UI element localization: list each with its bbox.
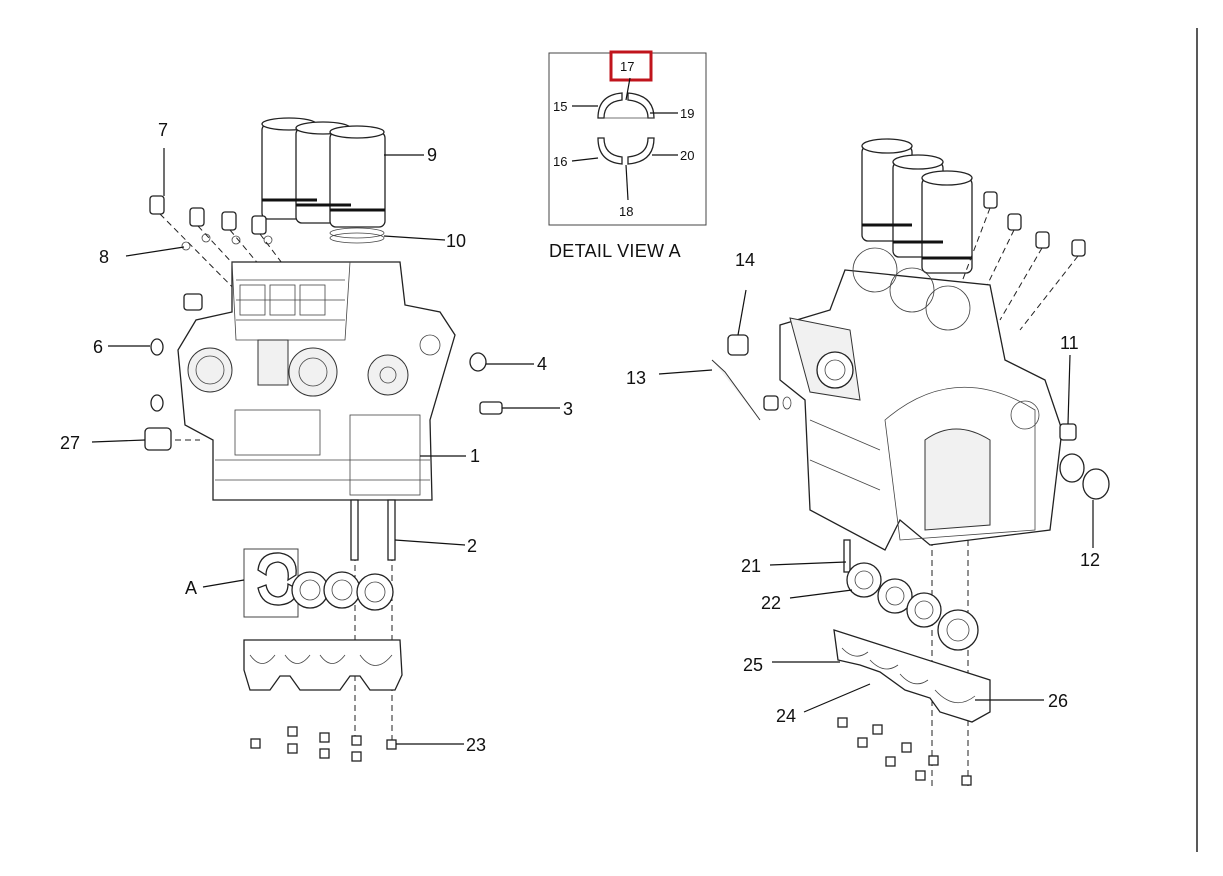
dowel-pin-3 <box>479 401 503 415</box>
seal-plug-lower <box>150 394 164 412</box>
label-part-6: 6 <box>93 337 103 357</box>
label-part-20: 20 <box>680 148 694 163</box>
main-bearing-caps-left <box>243 639 403 691</box>
label-part-3: 3 <box>563 399 573 419</box>
main-stud-left <box>350 499 359 561</box>
detail-view-caption: DETAIL VIEW A <box>549 241 681 261</box>
label-part-19: 19 <box>680 106 694 121</box>
label-part-23: 23 <box>466 735 486 755</box>
gasket-12 <box>1082 468 1110 500</box>
label-part-17: 17 <box>620 59 634 74</box>
seal-plug-6 <box>150 338 164 356</box>
label-part-14: 14 <box>735 250 755 270</box>
cap-nuts-right <box>837 717 972 786</box>
label-part-15: 15 <box>553 99 567 114</box>
upper-bearing-shell-left <box>597 92 623 119</box>
block-plug-top-left <box>183 293 203 311</box>
plug-11 <box>1059 423 1077 441</box>
cylinder-block-right <box>779 247 1063 551</box>
cylinder-liners <box>261 117 386 244</box>
label-part-1: 1 <box>470 446 480 466</box>
label-part-10: 10 <box>446 231 466 251</box>
label-part-2: 2 <box>467 536 477 556</box>
plug-13b <box>763 395 779 411</box>
right-engine-block-view: 14 13 11 12 21 22 25 24 26 <box>626 138 1110 790</box>
stud-21 <box>843 539 851 573</box>
o-ring-11 <box>1059 453 1085 483</box>
sensor-13 <box>711 359 761 421</box>
cylinder-block-left <box>177 261 456 501</box>
detail-view-a: 17 15 19 16 20 18 DETAIL VIEW A <box>548 50 707 261</box>
label-part-22: 22 <box>761 593 781 613</box>
head-bolts-right <box>983 191 1086 257</box>
left-engine-block-view: 7 9 10 8 6 4 3 27 1 2 A 23 <box>60 117 573 762</box>
label-part-8: 8 <box>99 247 109 267</box>
highlight-box-part-17 <box>609 50 653 82</box>
plug-14 <box>727 334 749 356</box>
label-part-24: 24 <box>776 706 796 726</box>
label-part-18: 18 <box>619 204 633 219</box>
upper-bearing-shell-right <box>627 92 655 119</box>
plug-4 <box>469 352 487 372</box>
main-stud-right <box>387 499 396 561</box>
label-part-26: 26 <box>1048 691 1068 711</box>
label-part-13: 13 <box>626 368 646 388</box>
head-bolts <box>149 195 273 251</box>
oil-seal-27 <box>144 427 172 451</box>
cap-nuts-23 <box>250 726 397 762</box>
main-bearing-shells-right <box>846 562 979 651</box>
lower-bearing-shell-right <box>627 137 655 165</box>
label-part-16: 16 <box>553 154 567 169</box>
label-part-12: 12 <box>1080 550 1100 570</box>
label-part-27: 27 <box>60 433 80 453</box>
label-part-21: 21 <box>741 556 761 576</box>
label-part-7: 7 <box>158 120 168 140</box>
label-part-25: 25 <box>743 655 763 675</box>
main-bearing-shells-left <box>257 552 394 611</box>
label-group-a: A <box>185 578 197 598</box>
cylinder-liners-right <box>861 138 973 274</box>
main-bearing-caps-right <box>833 629 991 723</box>
label-part-9: 9 <box>427 145 437 165</box>
lower-bearing-shell-left <box>597 137 623 165</box>
label-part-11: 11 <box>1060 333 1079 353</box>
label-part-4: 4 <box>537 354 547 374</box>
